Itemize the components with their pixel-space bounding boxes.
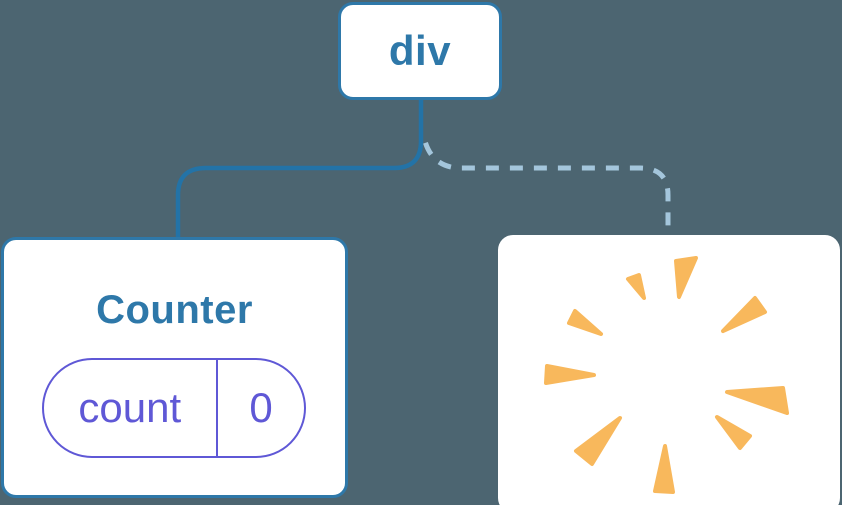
state-pill: count 0 xyxy=(42,358,306,458)
state-key-label: count xyxy=(78,384,182,431)
state-value-label: 0 xyxy=(249,384,273,431)
poof-starburst-icon xyxy=(544,256,789,494)
counter-title: Counter xyxy=(96,288,253,332)
node-div: div xyxy=(338,2,502,100)
state-pill-divider xyxy=(215,360,218,456)
solid-link-div-to-counter xyxy=(175,96,424,238)
node-removed xyxy=(498,235,840,505)
dashed-link-div-to-removed xyxy=(420,131,671,234)
node-counter: Counter count 0 xyxy=(1,237,348,498)
node-div-label: div xyxy=(388,27,452,74)
